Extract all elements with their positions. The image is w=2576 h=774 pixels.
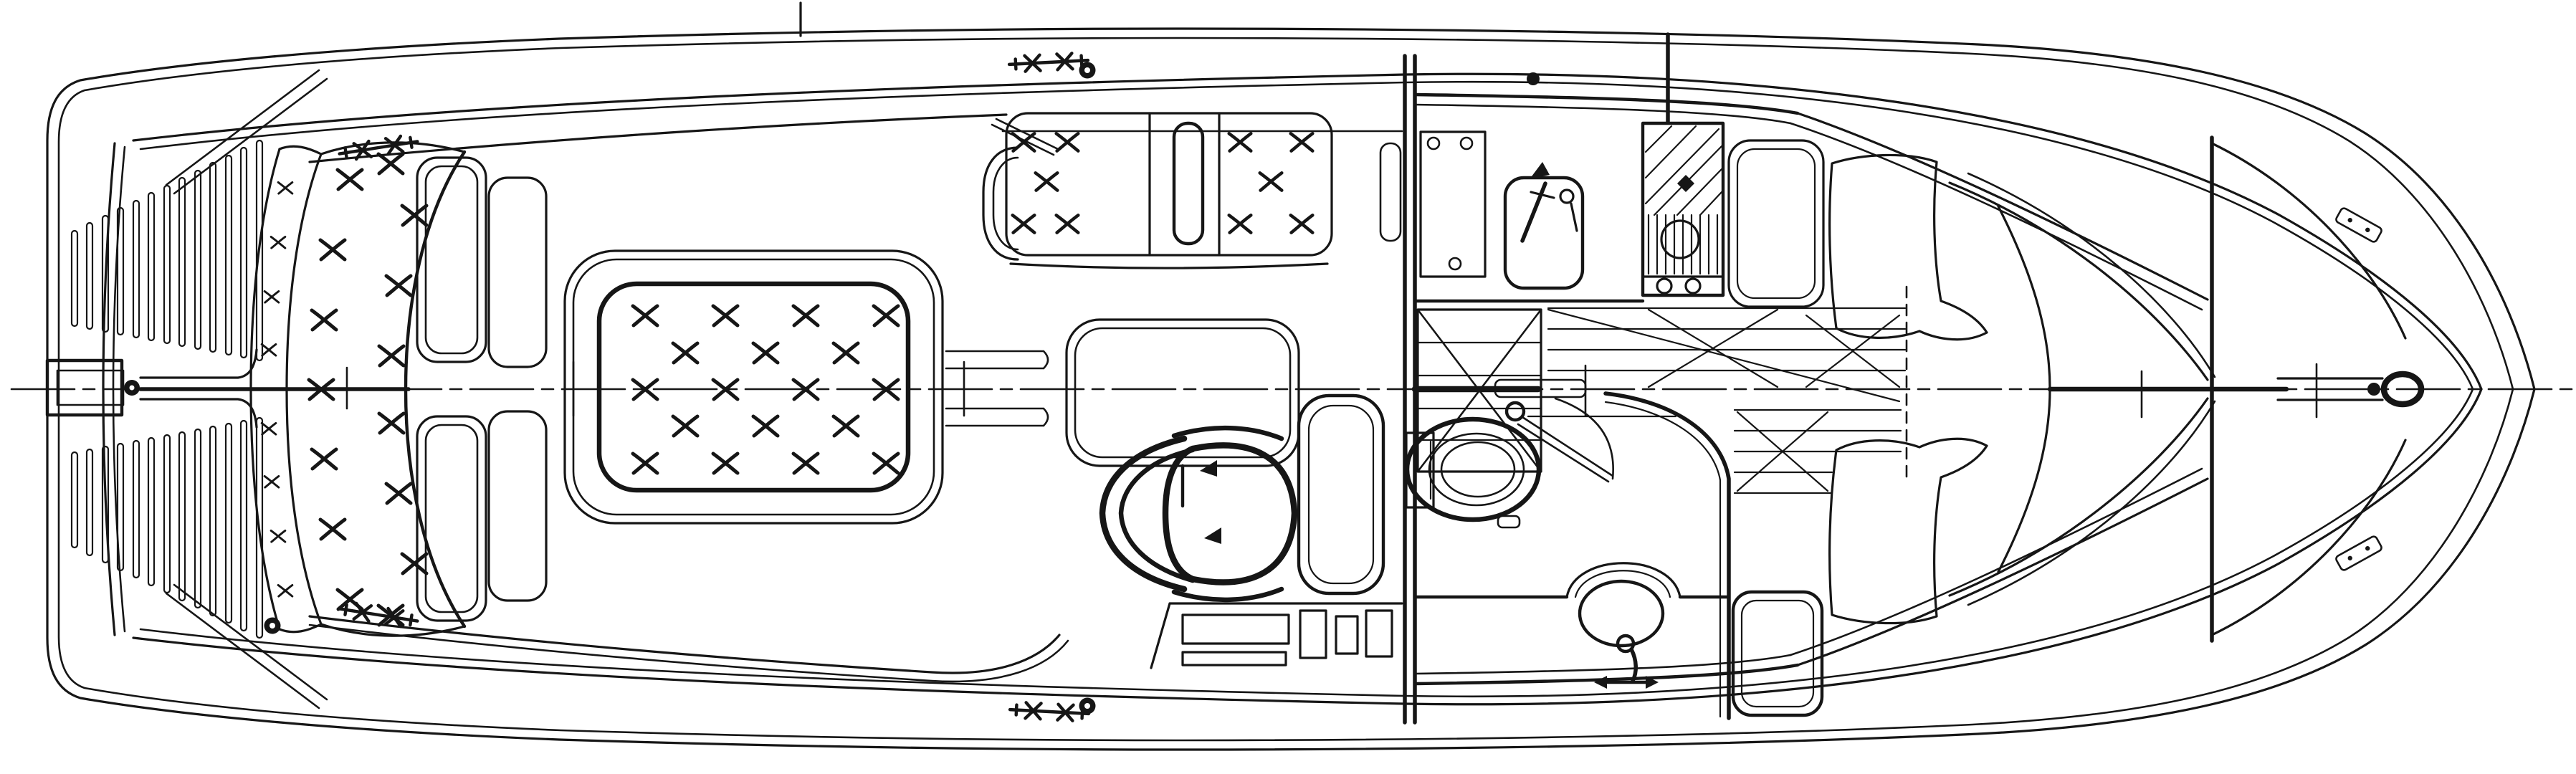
- galley: [1413, 32, 1825, 308]
- deck-dot: [1527, 72, 1540, 85]
- bow-cleat-port: [2334, 206, 2384, 244]
- helm-console-hatches: [1150, 602, 1403, 669]
- aft-bench-panels: [416, 156, 548, 622]
- side-gate: [1379, 142, 1402, 242]
- settee-tuft-marks: [1013, 133, 1313, 232]
- galley-sink: [1503, 162, 1585, 290]
- windshield: [1789, 112, 2209, 666]
- companionway-steps: [1416, 308, 1542, 473]
- v-berth-pillow-port: [1828, 153, 1988, 341]
- cockpit-table: [1065, 318, 1300, 508]
- berth-step-seat: [1731, 590, 1824, 717]
- head-door: [1504, 397, 1677, 483]
- hull-outline: [46, 27, 2536, 751]
- swim-platform-recess: [45, 348, 258, 429]
- head-toilet: [1404, 416, 1542, 529]
- side-deck-lines: [132, 1, 2483, 710]
- v-berth-pillow-starboard: [1828, 437, 1988, 625]
- footwell-channels: [945, 350, 1049, 427]
- center-sunpad: [563, 249, 944, 525]
- foredeck-bow: [2210, 135, 2425, 643]
- aft-settee: [982, 112, 1402, 269]
- main-bulkhead: [1403, 54, 1587, 725]
- head-compartment: [1404, 391, 1824, 720]
- v-berth: [1828, 153, 2216, 625]
- anchor-roller: [2367, 371, 2425, 408]
- transom-louver-grates: [70, 139, 264, 639]
- galley-stove: [1641, 121, 1725, 297]
- helm-seat: [1099, 425, 1298, 603]
- galley-counter: [1727, 139, 1825, 308]
- companion-seat: [1297, 393, 1385, 596]
- cabin-sole-planks: [1547, 285, 1908, 494]
- v-berth-foot-edge: [1997, 205, 2051, 573]
- bow-cleat-starboard: [2334, 534, 2384, 573]
- shower-wall: [1603, 391, 1731, 720]
- vanity-sink: [1413, 562, 1730, 689]
- galley-locker: [1419, 130, 1487, 278]
